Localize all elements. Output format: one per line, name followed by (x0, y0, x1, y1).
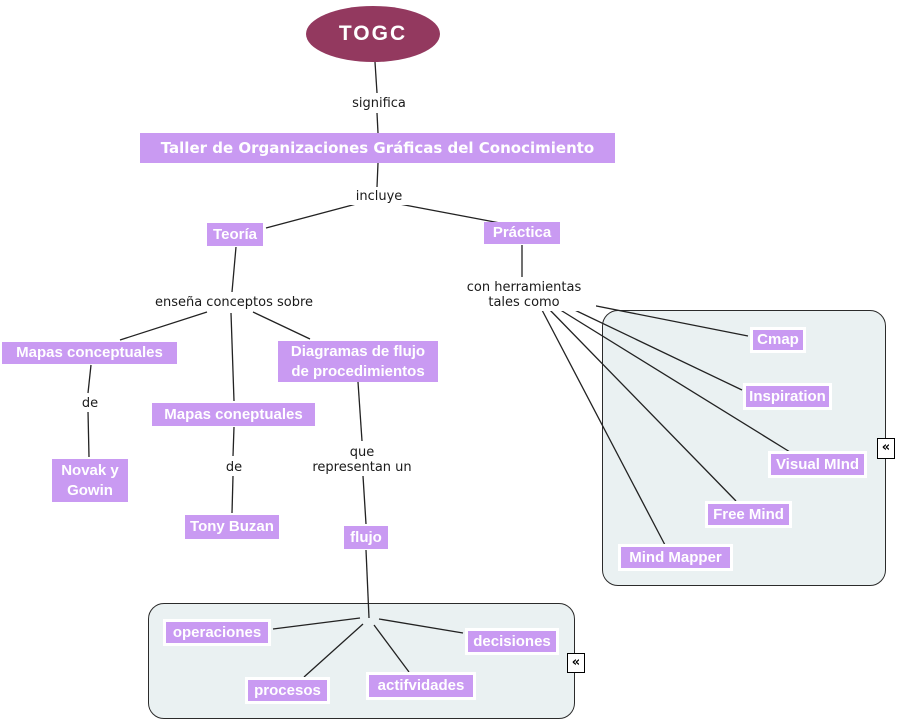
node-teoria[interactable]: Teoría (207, 223, 263, 246)
node-tony-buzan[interactable]: Tony Buzan (185, 515, 279, 539)
node-inspiration[interactable]: Inspiration (743, 383, 832, 410)
node-practica[interactable]: Práctica (484, 222, 560, 244)
node-actifvidades[interactable]: actifvidades (366, 672, 476, 700)
link-que-representan[interactable]: que representan un (300, 444, 424, 476)
node-operaciones[interactable]: operaciones (163, 619, 271, 646)
node-mapas-coneptuales[interactable]: Mapas coneptuales (152, 403, 315, 426)
node-decisiones[interactable]: decisiones (465, 628, 559, 655)
node-diagramas-flujo[interactable]: Diagramas de flujo de procedimientos (278, 341, 438, 382)
link-significa[interactable]: significa (340, 95, 418, 112)
collapse-tools-icon[interactable]: « (877, 438, 895, 459)
node-mind-mapper[interactable]: Mind Mapper (618, 544, 733, 571)
node-taller-title[interactable]: Taller de Organizaciones Gráficas del Co… (140, 133, 615, 163)
link-incluye[interactable]: incluye (340, 188, 418, 205)
node-free-mind[interactable]: Free Mind (705, 501, 792, 528)
collapse-flow-icon[interactable]: « (567, 653, 585, 673)
node-cmap[interactable]: Cmap (750, 327, 806, 353)
tools-container[interactable] (602, 310, 886, 586)
link-con-herramientas[interactable]: con herramientas tales como (452, 279, 596, 311)
node-novak-gowin[interactable]: Novak y Gowin (52, 459, 128, 502)
link-de-tony[interactable]: de (217, 459, 251, 476)
node-procesos[interactable]: procesos (245, 677, 330, 704)
node-togc[interactable]: TOGC (306, 6, 440, 62)
node-mapas-conceptuales[interactable]: Mapas conceptuales (2, 342, 177, 364)
node-visual-mind[interactable]: Visual MInd (768, 451, 867, 478)
link-ensena-conceptos[interactable]: enseña conceptos sobre (147, 294, 321, 311)
link-de-novak[interactable]: de (73, 395, 107, 412)
node-flujo[interactable]: flujo (344, 526, 388, 549)
